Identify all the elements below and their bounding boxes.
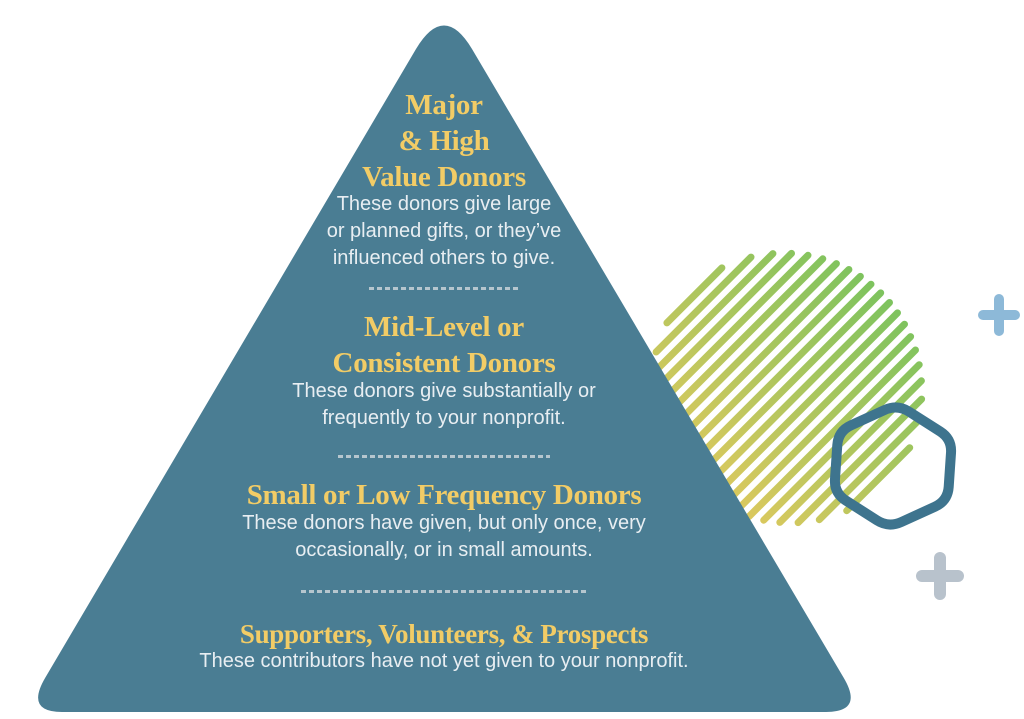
section-description-supporters: These contributors have not yet given to…	[199, 650, 689, 672]
section-title-supporters: Supporters, Volunteers, & Prospects	[239, 619, 649, 649]
section-description-major-donors: These donors give large or planned gifts…	[326, 193, 562, 269]
section-divider	[369, 287, 519, 290]
section-title-mid-level-donors: Mid-Level or Consistent Donors	[332, 311, 556, 379]
pyramid-shape	[38, 25, 851, 712]
section-description-small-donors: These donors have given, but only once, …	[242, 512, 646, 561]
section-description-mid-level-donors: These donors give substantially or frequ…	[292, 380, 596, 429]
plus-icon	[916, 552, 964, 600]
section-title-small-donors: Small or Low Frequency Donors	[246, 479, 642, 511]
plus-icon	[978, 294, 1020, 336]
section-divider	[301, 590, 587, 593]
section-title-major-donors: Major & High Value Donors	[362, 89, 526, 193]
section-divider	[338, 455, 550, 458]
hexagon-outline-decoration	[829, 402, 957, 530]
